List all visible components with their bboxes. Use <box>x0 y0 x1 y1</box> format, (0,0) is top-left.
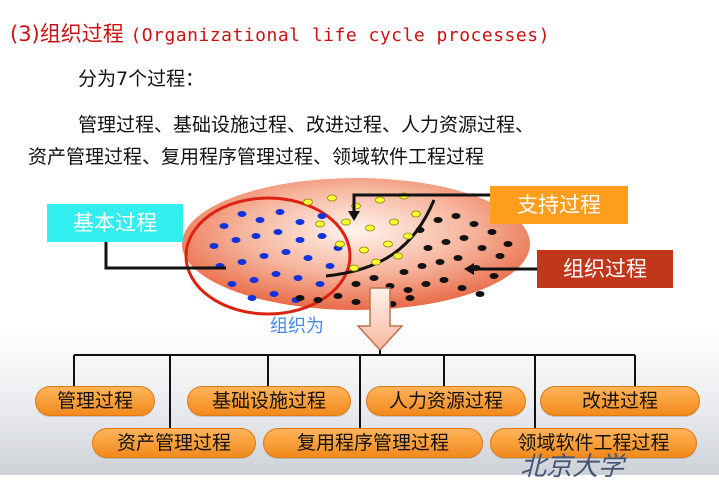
org-process-dot <box>489 273 499 279</box>
basic-process-dot <box>325 263 335 269</box>
org-process-dot <box>435 259 445 265</box>
basic-process-dot <box>295 237 305 243</box>
support-connector-line <box>352 193 490 213</box>
org-process-dot <box>487 229 497 235</box>
org-process-dot <box>459 235 469 241</box>
basic-process-dot <box>275 209 285 215</box>
basic-process-dot <box>209 243 219 249</box>
intro-text: 分为7个过程： <box>78 68 205 90</box>
support-process-dot <box>349 264 359 272</box>
basic-process-dot <box>231 237 241 243</box>
org-process-dot <box>399 269 409 275</box>
org-process-dot <box>503 241 513 247</box>
support-arrowhead <box>348 211 360 221</box>
pill-management: 管理过程 <box>35 386 155 416</box>
basic-process-dot <box>281 249 291 255</box>
basic-process-dot <box>293 275 303 281</box>
basic-process-dot <box>269 291 279 297</box>
org-arrowhead <box>464 263 474 275</box>
heading-en: (Organizational life cycle processes) <box>130 25 550 46</box>
support-process-dot <box>327 194 337 202</box>
org-process-dot <box>433 217 443 223</box>
basic-process-label: 基本过程 <box>47 204 183 242</box>
basic-process-region <box>184 196 352 316</box>
support-boundary-curve <box>325 199 436 278</box>
org-process-dot <box>333 293 343 299</box>
pill-improvement: 改进过程 <box>540 386 700 416</box>
support-process-dot <box>365 224 375 232</box>
org-process-label: 组织过程 <box>537 250 673 288</box>
org-process-dot <box>351 281 361 287</box>
org-process-dot <box>457 285 467 291</box>
support-process-dot <box>303 198 313 206</box>
basic-process-dot <box>315 281 325 287</box>
support-process-dot <box>335 240 345 248</box>
org-process-dot <box>351 299 361 305</box>
tree-branches <box>73 355 636 428</box>
basic-process-dot <box>317 233 327 239</box>
support-process-dot <box>411 210 421 218</box>
arrow-label: 组织为 <box>270 316 324 337</box>
org-process-dot <box>477 245 487 251</box>
org-process-dot <box>313 297 323 303</box>
support-process-dot <box>371 258 381 266</box>
basic-process-dot <box>303 255 313 261</box>
support-process-dot <box>315 220 325 228</box>
org-process-dot <box>415 227 425 233</box>
basic-process-dot <box>255 217 265 223</box>
heading-number: (3) <box>10 22 40 46</box>
org-process-dot <box>403 287 413 293</box>
support-process-dot <box>383 240 393 248</box>
org-process-dot <box>369 275 379 281</box>
pill-asset-management: 资产管理过程 <box>92 428 256 458</box>
basic-process-dot <box>237 259 247 265</box>
org-process-dot <box>421 281 431 287</box>
org-process-dot <box>417 263 427 269</box>
basic-process-dot <box>317 213 327 219</box>
pill-reuse-program: 复用程序管理过程 <box>263 428 483 458</box>
basic-connector-line <box>104 242 226 270</box>
basic-process-dot <box>259 253 269 259</box>
org-process-dot <box>469 221 479 227</box>
support-process-dot <box>389 218 399 226</box>
process-list-line-2: 资产管理过程、复用程序管理过程、领域软件工程过程 <box>28 146 485 168</box>
basic-process-dot <box>247 295 257 301</box>
basic-process-dot <box>237 211 247 217</box>
org-process-dot <box>405 295 415 301</box>
org-process-dot <box>495 253 505 259</box>
support-process-dot <box>393 252 403 260</box>
support-process-label: 支持过程 <box>490 186 628 224</box>
org-process-dot <box>451 213 461 219</box>
org-process-dot <box>441 239 451 245</box>
basic-process-dot <box>271 271 281 277</box>
org-process-dot <box>423 245 433 251</box>
org-process-dot <box>453 255 463 261</box>
basic-process-dot <box>295 219 305 225</box>
support-process-dot <box>359 246 369 254</box>
support-process-dot <box>341 218 351 226</box>
basic-process-dot <box>249 277 259 283</box>
process-list-line-1: 管理过程、基础设施过程、改进过程、人力资源过程、 <box>78 114 535 136</box>
pill-infrastructure: 基础设施过程 <box>187 386 351 416</box>
basic-process-dot <box>251 233 261 239</box>
org-process-dot <box>295 295 305 301</box>
org-process-dot <box>439 277 449 283</box>
university-logo-text: 北京大学 <box>520 452 625 482</box>
support-process-dot <box>375 196 385 204</box>
process-ellipse <box>182 178 530 310</box>
pill-human-resources: 人力资源过程 <box>366 386 526 416</box>
basic-process-dot <box>273 229 283 235</box>
basic-process-dot <box>227 281 237 287</box>
pill-domain-engineering: 领域软件工程过程 <box>490 428 697 458</box>
org-process-dot <box>475 291 485 297</box>
section-heading: (3)组织过程 (Organizational life cycle proce… <box>10 18 550 48</box>
heading-zh: 组织过程 <box>39 22 124 46</box>
basic-process-dot <box>219 223 229 229</box>
support-process-dot <box>403 232 413 240</box>
down-arrow <box>356 287 404 352</box>
